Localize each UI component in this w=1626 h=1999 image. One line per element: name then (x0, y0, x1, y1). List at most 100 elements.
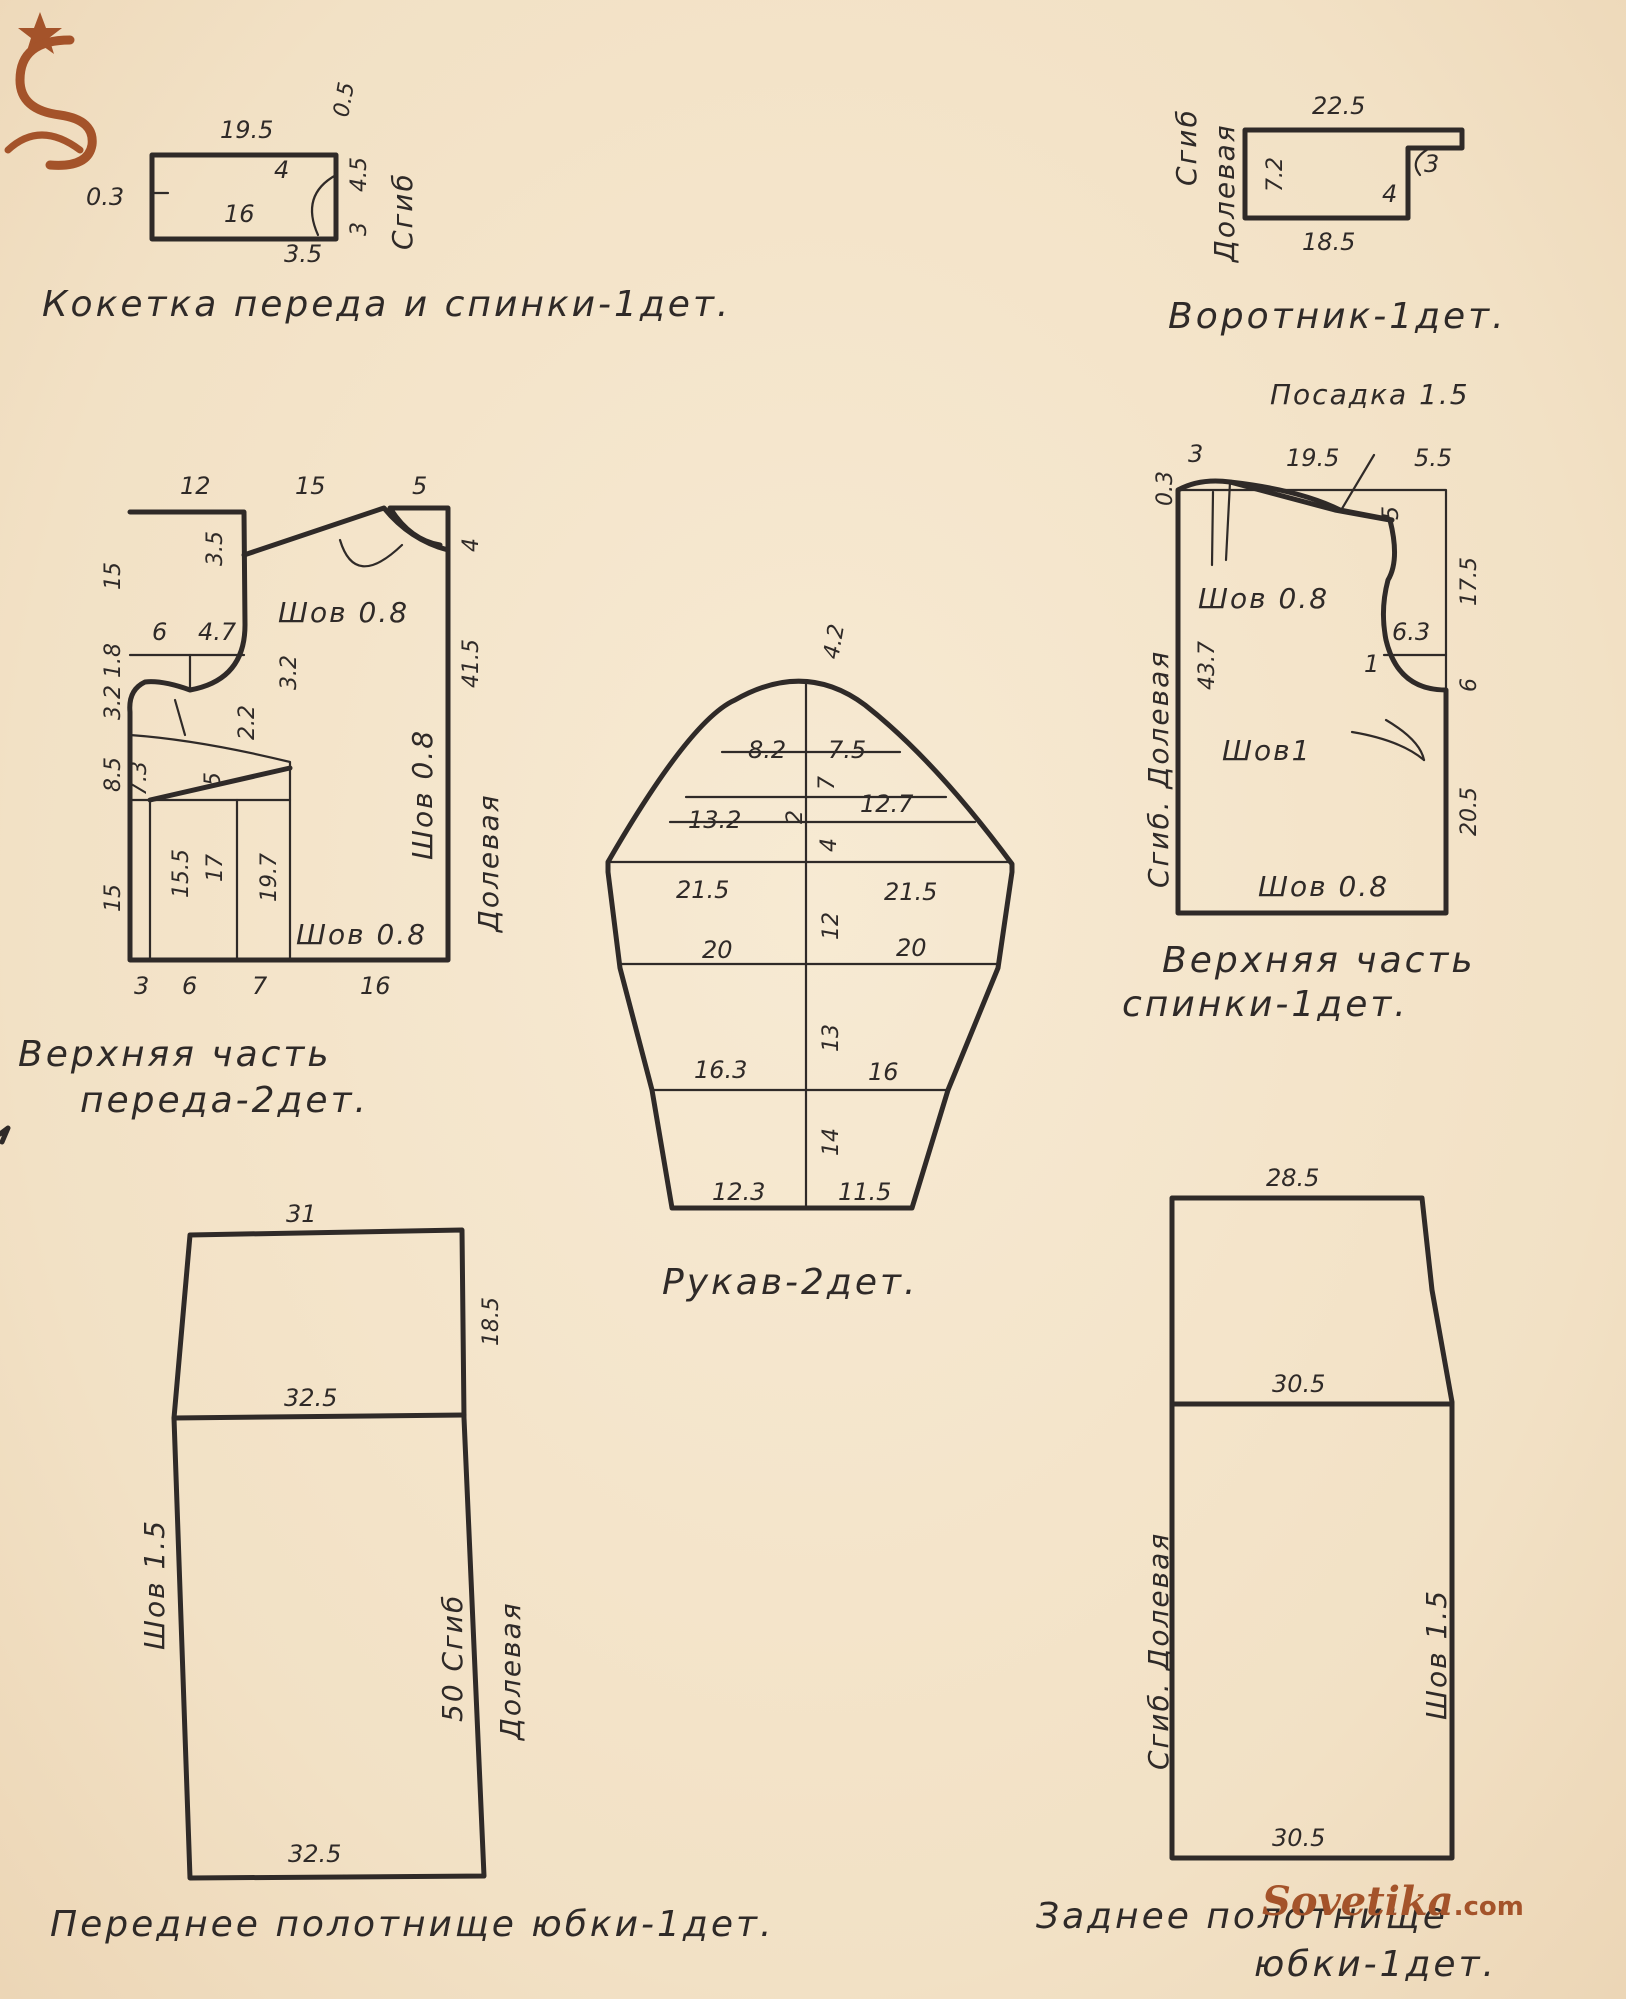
sleeve-caption: Рукав-2дет. (662, 1262, 919, 1303)
watermark-text: Sovetika.com (1262, 1878, 1524, 1925)
back-fold-grain-label: Сгиб. Долевая (1142, 650, 1175, 888)
front-seam-label: Шов 0.8 (278, 596, 409, 629)
sleeve-cell-8: 21.5 (676, 876, 729, 904)
front-bottom-3: 7 (252, 972, 268, 1000)
front-left-3: 1.8 (101, 643, 126, 678)
front-right-2: 41.5 (459, 639, 484, 688)
back-inner-2: 6.3 (1392, 618, 1430, 646)
back-left-1: 0.3 (1153, 471, 1178, 506)
yoke-left-dim: 0.3 (86, 183, 124, 211)
sleeve-cell-10: 12 (819, 912, 844, 940)
collar-caption: Воротник-1дет. (1168, 296, 1507, 337)
sleeve-pattern: 4.2 8.2 7.5 7 13.2 2 12.7 4 21.5 21.5 12… (605, 622, 1015, 1211)
back-seam1-label: Шов1 (1222, 734, 1311, 767)
margin-mark (0, 1125, 11, 1145)
sleeve-cell-12: 20 (896, 934, 927, 962)
front-inner-1: 3.5 (203, 531, 228, 566)
back-inner-3: 1 (1364, 650, 1379, 678)
front-caption-line2: переда-2дет. (80, 1080, 369, 1121)
back-skirt-pattern: 28.5 30.5 30.5 Сгиб. Долевая Шов 1.5 (1142, 1164, 1455, 1861)
collar-bottom-dim: 18.5 (1302, 228, 1355, 256)
sleeve-cell-2: 7.5 (828, 736, 866, 764)
sleeve-cell-5: 2 (783, 810, 808, 824)
front-inner-7: 5 (201, 772, 226, 786)
skirt-back-top-dim: 28.5 (1266, 1164, 1319, 1192)
yoke-pattern: 19.5 0.5 0.3 16 4 4.5 3 3.5 Сгиб (86, 80, 419, 268)
front-seam-bottom-label: Шов 0.8 (296, 918, 427, 951)
sleeve-cell-6: 12.7 (860, 790, 914, 818)
front-seam-side-label: Шов 0.8 (406, 729, 439, 860)
collar-notchh-dim: 3 (1424, 150, 1439, 178)
front-bottom-2: 6 (182, 972, 197, 1000)
back-inner-1: 5 (1379, 506, 1404, 520)
front-inner-9: 17 (203, 854, 228, 882)
yoke-inner-dim: 16 (224, 200, 255, 228)
front-bottom-1: 3 (134, 972, 149, 1000)
sleeve-cell-1: 8.2 (748, 736, 786, 764)
skirt-back-bottom-dim: 30.5 (1272, 1824, 1325, 1852)
front-bottom-4: 16 (360, 972, 391, 1000)
collar-pattern: 22.5 7.2 4 3 18.5 Сгиб Долевая (1170, 92, 1465, 264)
back-right-1: 17.5 (1457, 557, 1482, 606)
skirt-back-caption-line1: Заднее полотнище (1036, 1896, 1448, 1937)
back-left-2: 43.7 (1195, 641, 1220, 690)
yoke-caption: Кокетка переда и спинки-1дет. (42, 284, 732, 325)
skirt-front-caption: Переднее полотнище юбки-1дет. (50, 1904, 775, 1945)
back-top-3: 5.5 (1414, 444, 1452, 472)
skirt-front-seam-label: Шов 1.5 (138, 1519, 171, 1650)
skirt-front-right-dim: 18.5 (479, 1297, 504, 1346)
yoke-a-dim: 0.5 (329, 80, 360, 119)
sleeve-cell-9: 21.5 (884, 878, 937, 906)
sleeve-cell-15: 16 (868, 1058, 899, 1086)
yoke-bottom-dim: 3.5 (284, 240, 322, 268)
back-caption-line1: Верхняя часть (1162, 940, 1476, 981)
collar-notchv-dim: 4 (1382, 180, 1397, 208)
sleeve-cell-3: 7 (815, 776, 840, 790)
collar-top-dim: 22.5 (1312, 92, 1365, 120)
sleeve-cell-13: 13 (819, 1024, 844, 1052)
back-top-2: 19.5 (1286, 444, 1339, 472)
front-inner-5: 2.2 (235, 705, 260, 740)
front-bodice-pattern: 12 15 5 15 3.2 1.8 8.5 15 4 41.5 3.5 6 4… (101, 472, 505, 1000)
front-inner-2: 6 (152, 618, 167, 646)
yoke-curve-dim: 4 (274, 156, 289, 184)
sleeve-cell-11: 20 (702, 936, 733, 964)
back-right-2: 6 (1457, 678, 1482, 692)
sleeve-cell-16: 14 (819, 1128, 844, 1156)
skirt-front-grain-label: Долевая (494, 1601, 527, 1742)
front-top-2: 15 (295, 472, 326, 500)
skirt-front-top-dim: 31 (286, 1200, 317, 1228)
yoke-top-dim: 19.5 (220, 116, 273, 144)
sleeve-cell-14: 16.3 (694, 1056, 747, 1084)
front-inner-8: 15.5 (169, 849, 194, 898)
skirt-front-fold-label: 50 Сгиб (436, 1594, 469, 1722)
collar-height-dim: 7.2 (1263, 157, 1288, 192)
sleeve-cell-17: 12.3 (712, 1178, 765, 1206)
front-inner-10: 19.7 (257, 853, 282, 902)
back-right-3: 20.5 (1457, 787, 1482, 836)
collar-fold-label: Сгиб (1170, 108, 1203, 186)
back-ease-label: Посадка 1.5 (1270, 378, 1470, 411)
sleeve-cell-7: 4 (817, 838, 842, 852)
front-caption-line1: Верхняя часть (18, 1034, 332, 1075)
skirt-back-fold-grain-label: Сгиб. Долевая (1142, 1532, 1175, 1770)
back-seam-label: Шов 0.8 (1198, 582, 1329, 615)
skirt-front-mid-dim: 32.5 (284, 1384, 337, 1412)
front-left-2: 3.2 (101, 685, 126, 720)
yoke-h1-dim: 4.5 (347, 157, 372, 192)
skirt-back-caption-line2: юбки-1дет. (1254, 1944, 1497, 1985)
front-top-3: 5 (412, 472, 427, 500)
front-grain-label: Долевая (472, 793, 505, 934)
front-inner-6: 7.3 (127, 761, 152, 796)
front-inner-4: 3.2 (277, 655, 302, 690)
front-left-5: 15 (101, 884, 126, 912)
back-top-1: 3 (1188, 440, 1203, 468)
skirt-back-mid-dim: 30.5 (1272, 1370, 1325, 1398)
skirt-front-bottom-dim: 32.5 (288, 1840, 341, 1868)
front-left-4: 8.5 (101, 757, 126, 792)
front-top-1: 12 (180, 472, 211, 500)
front-right-1: 4 (459, 538, 484, 552)
yoke-h2-dim: 3 (347, 222, 372, 236)
